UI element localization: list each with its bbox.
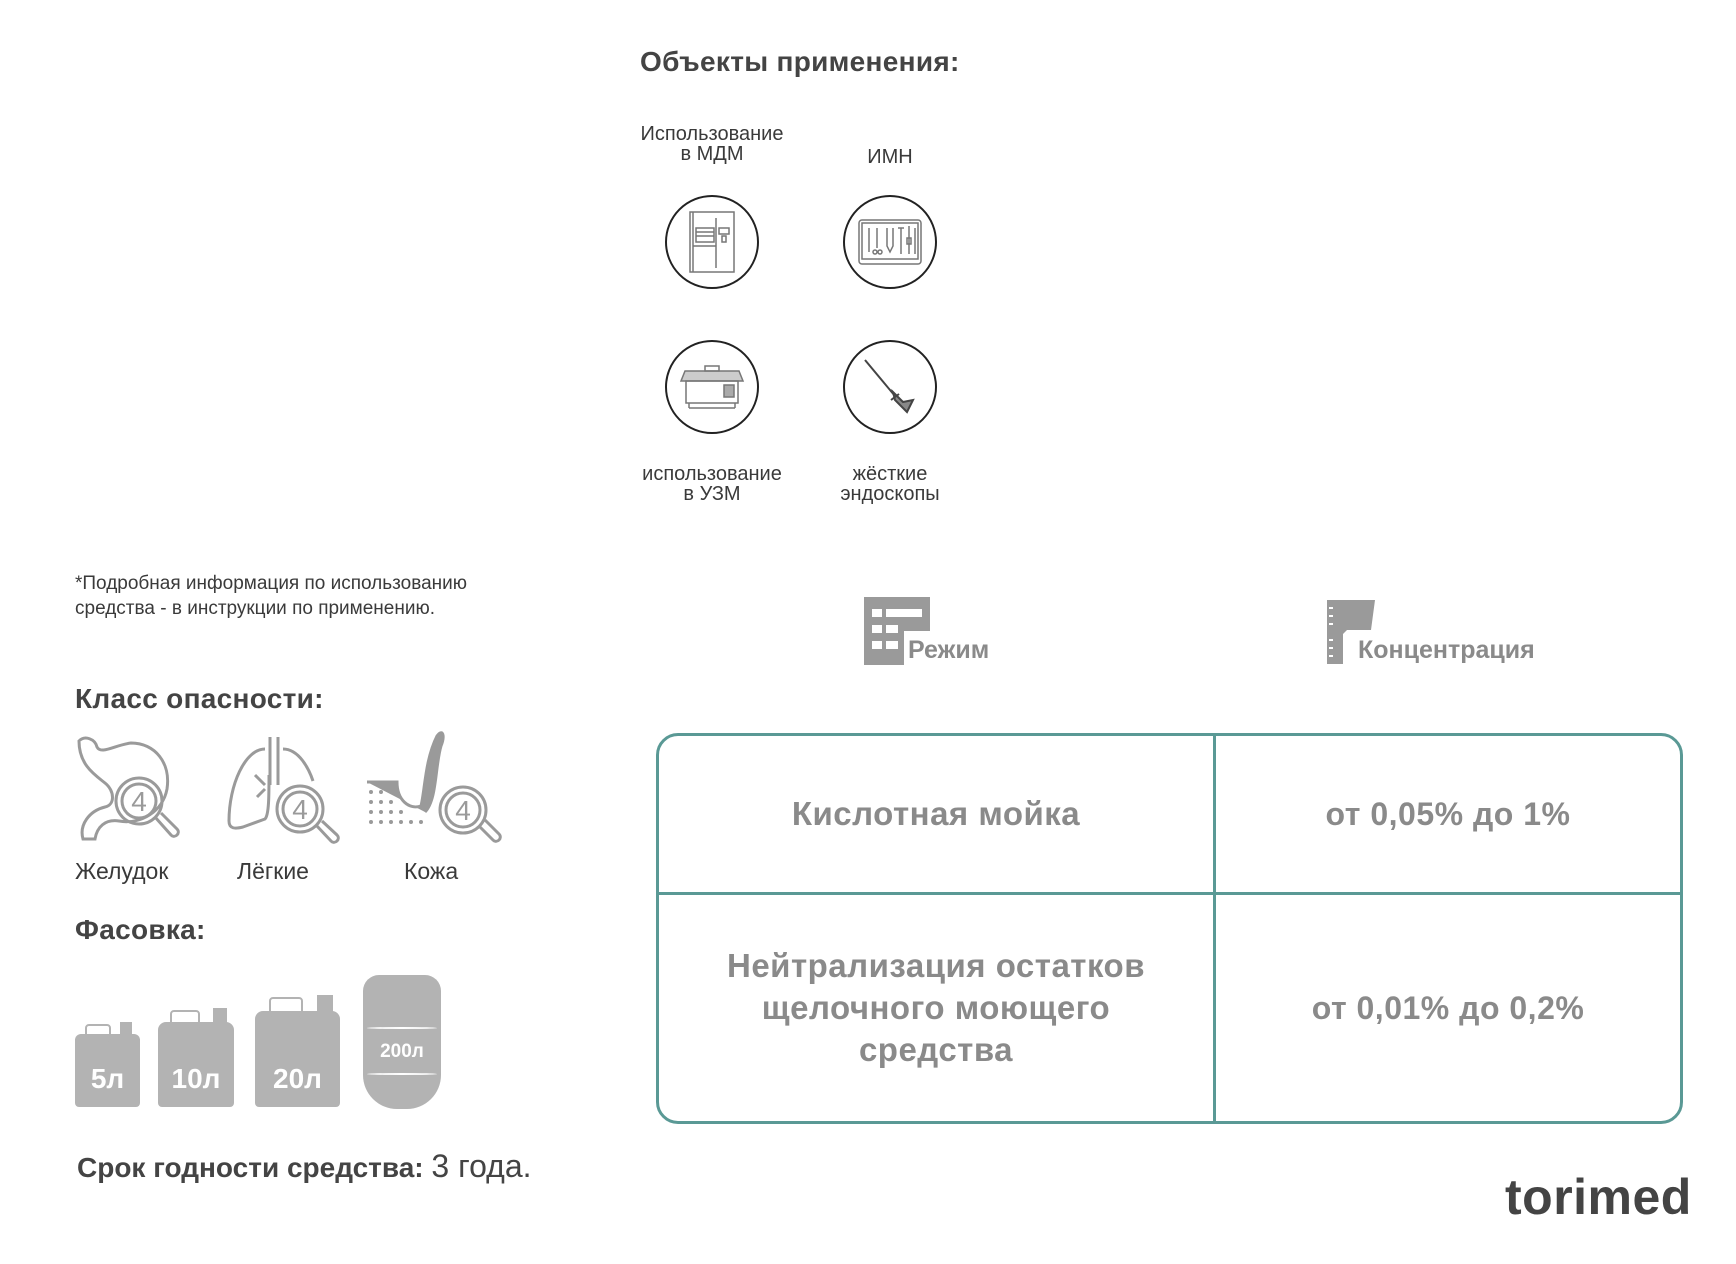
concentration-icon xyxy=(1327,600,1377,669)
table-cell-mode: Кислотная мойка xyxy=(659,736,1216,895)
label-line: в УЗМ xyxy=(683,483,741,505)
label-line: использование xyxy=(642,463,782,485)
package-label: 20л xyxy=(273,1063,322,1094)
surgical-instruments-icon xyxy=(843,195,937,289)
canister-10l: 10л xyxy=(158,1008,234,1107)
rigid-endoscope-icon xyxy=(843,340,937,434)
hazard-label-stomach: Желудок xyxy=(75,858,169,884)
skin-icon: 4 xyxy=(365,730,505,850)
hazard-class-number: 4 xyxy=(292,794,308,825)
shelf-life-value: 3 года. xyxy=(431,1148,532,1184)
footnote-line: средства - в инструкции по применению. xyxy=(75,598,435,619)
hazard-class-number: 4 xyxy=(455,795,471,826)
footnote-line: *Подробная информация по использованию xyxy=(75,573,468,594)
hazard-class-number: 4 xyxy=(131,786,147,817)
object-label-endoscopes: жёсткие эндоскопы xyxy=(790,464,990,504)
shelf-life: Срок годности средства: 3 года. xyxy=(77,1148,532,1185)
object-label-uzm: использование в УЗМ xyxy=(612,464,812,504)
shelf-life-label: Срок годности средства: xyxy=(77,1152,424,1183)
stomach-icon: 4 xyxy=(75,735,185,850)
package-label: 5л xyxy=(90,1063,125,1094)
label-line: жёсткие xyxy=(852,463,928,485)
objects-title: Объекты применения: xyxy=(640,46,960,77)
label-line: эндоскопы xyxy=(840,483,940,505)
object-label-mdm: Использование в МДМ xyxy=(612,124,812,164)
canister-5l: 5л xyxy=(75,1022,140,1107)
hazard-label-skin: Кожа xyxy=(404,858,459,884)
legend-mode: Режим xyxy=(908,636,990,664)
hazard-title: Класс опасности: xyxy=(75,683,324,714)
package-label: 200л xyxy=(380,1041,424,1062)
table-cell-concentration: от 0,01% до 0,2% xyxy=(1311,990,1585,1026)
legend-concentration: Концентрация xyxy=(1358,636,1535,664)
washer-disinfector-icon xyxy=(665,195,759,289)
hazard-label-lungs: Лёгкие xyxy=(237,858,309,884)
label-line: Использование xyxy=(640,123,784,145)
brand-logo: torimed xyxy=(1505,1169,1692,1225)
ultrasonic-cleaner-icon xyxy=(665,340,759,434)
label-line: в МДМ xyxy=(680,143,744,165)
packaging-title: Фасовка: xyxy=(75,914,206,945)
package-label: 10л xyxy=(171,1063,221,1094)
dilution-table: Кислотная мойка от 0,05% до 1% Нейтрализ… xyxy=(656,733,1683,1124)
mode-icon xyxy=(864,597,930,670)
lungs-icon: 4 xyxy=(225,735,345,850)
canister-20l: 20л xyxy=(255,995,340,1107)
table-cell-mode: Нейтрализация остатков щелочного моющего… xyxy=(659,895,1216,1121)
table-cell-concentration: от 0,05% до 1% xyxy=(1216,736,1680,895)
object-label-imn: ИМН xyxy=(867,146,913,168)
footnote: *Подробная информация по использованию с… xyxy=(75,571,467,621)
drum-200l: 200л xyxy=(363,975,441,1109)
